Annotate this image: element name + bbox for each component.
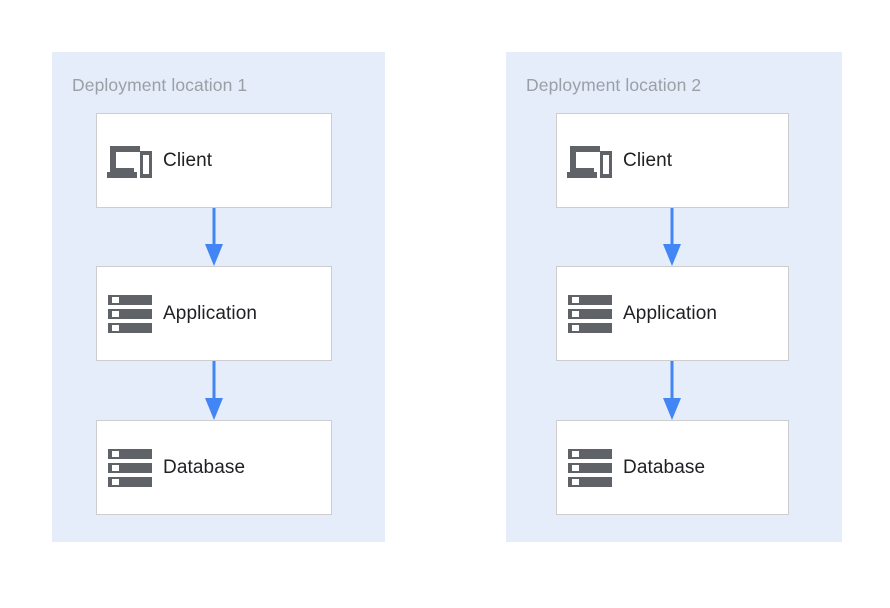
node-application-location-1[interactable]: Application	[96, 266, 332, 361]
node-label-application-location-2: Application	[623, 302, 718, 324]
server-rack-icon	[97, 421, 163, 514]
devices-icon	[557, 114, 623, 207]
node-label-client-location-2: Client	[623, 149, 673, 171]
node-label-application-location-1: Application	[163, 302, 258, 324]
arrow-application-to-database-location-1	[198, 360, 230, 422]
server-rack-icon	[557, 267, 623, 360]
node-database-location-2[interactable]: Database	[556, 420, 789, 515]
node-label-database-location-1: Database	[163, 456, 246, 478]
arrow-client-to-application-location-1	[198, 206, 230, 268]
node-label-database-location-2: Database	[623, 456, 706, 478]
server-rack-icon	[557, 421, 623, 514]
node-database-location-1[interactable]: Database	[96, 420, 332, 515]
deployment-location-1-panel: Deployment location 1 Client	[52, 52, 385, 542]
deployment-location-2-panel: Deployment location 2 Client	[506, 52, 842, 542]
node-label-client-location-1: Client	[163, 149, 213, 171]
arrow-client-to-application-location-2	[656, 206, 688, 268]
node-client-location-2[interactable]: Client	[556, 113, 789, 208]
deployment-location-2-title: Deployment location 2	[526, 75, 702, 95]
server-rack-icon	[97, 267, 163, 360]
devices-icon	[97, 114, 163, 207]
deployment-location-1-title: Deployment location 1	[72, 75, 248, 95]
node-client-location-1[interactable]: Client	[96, 113, 332, 208]
arrow-application-to-database-location-2	[656, 360, 688, 422]
node-application-location-2[interactable]: Application	[556, 266, 789, 361]
